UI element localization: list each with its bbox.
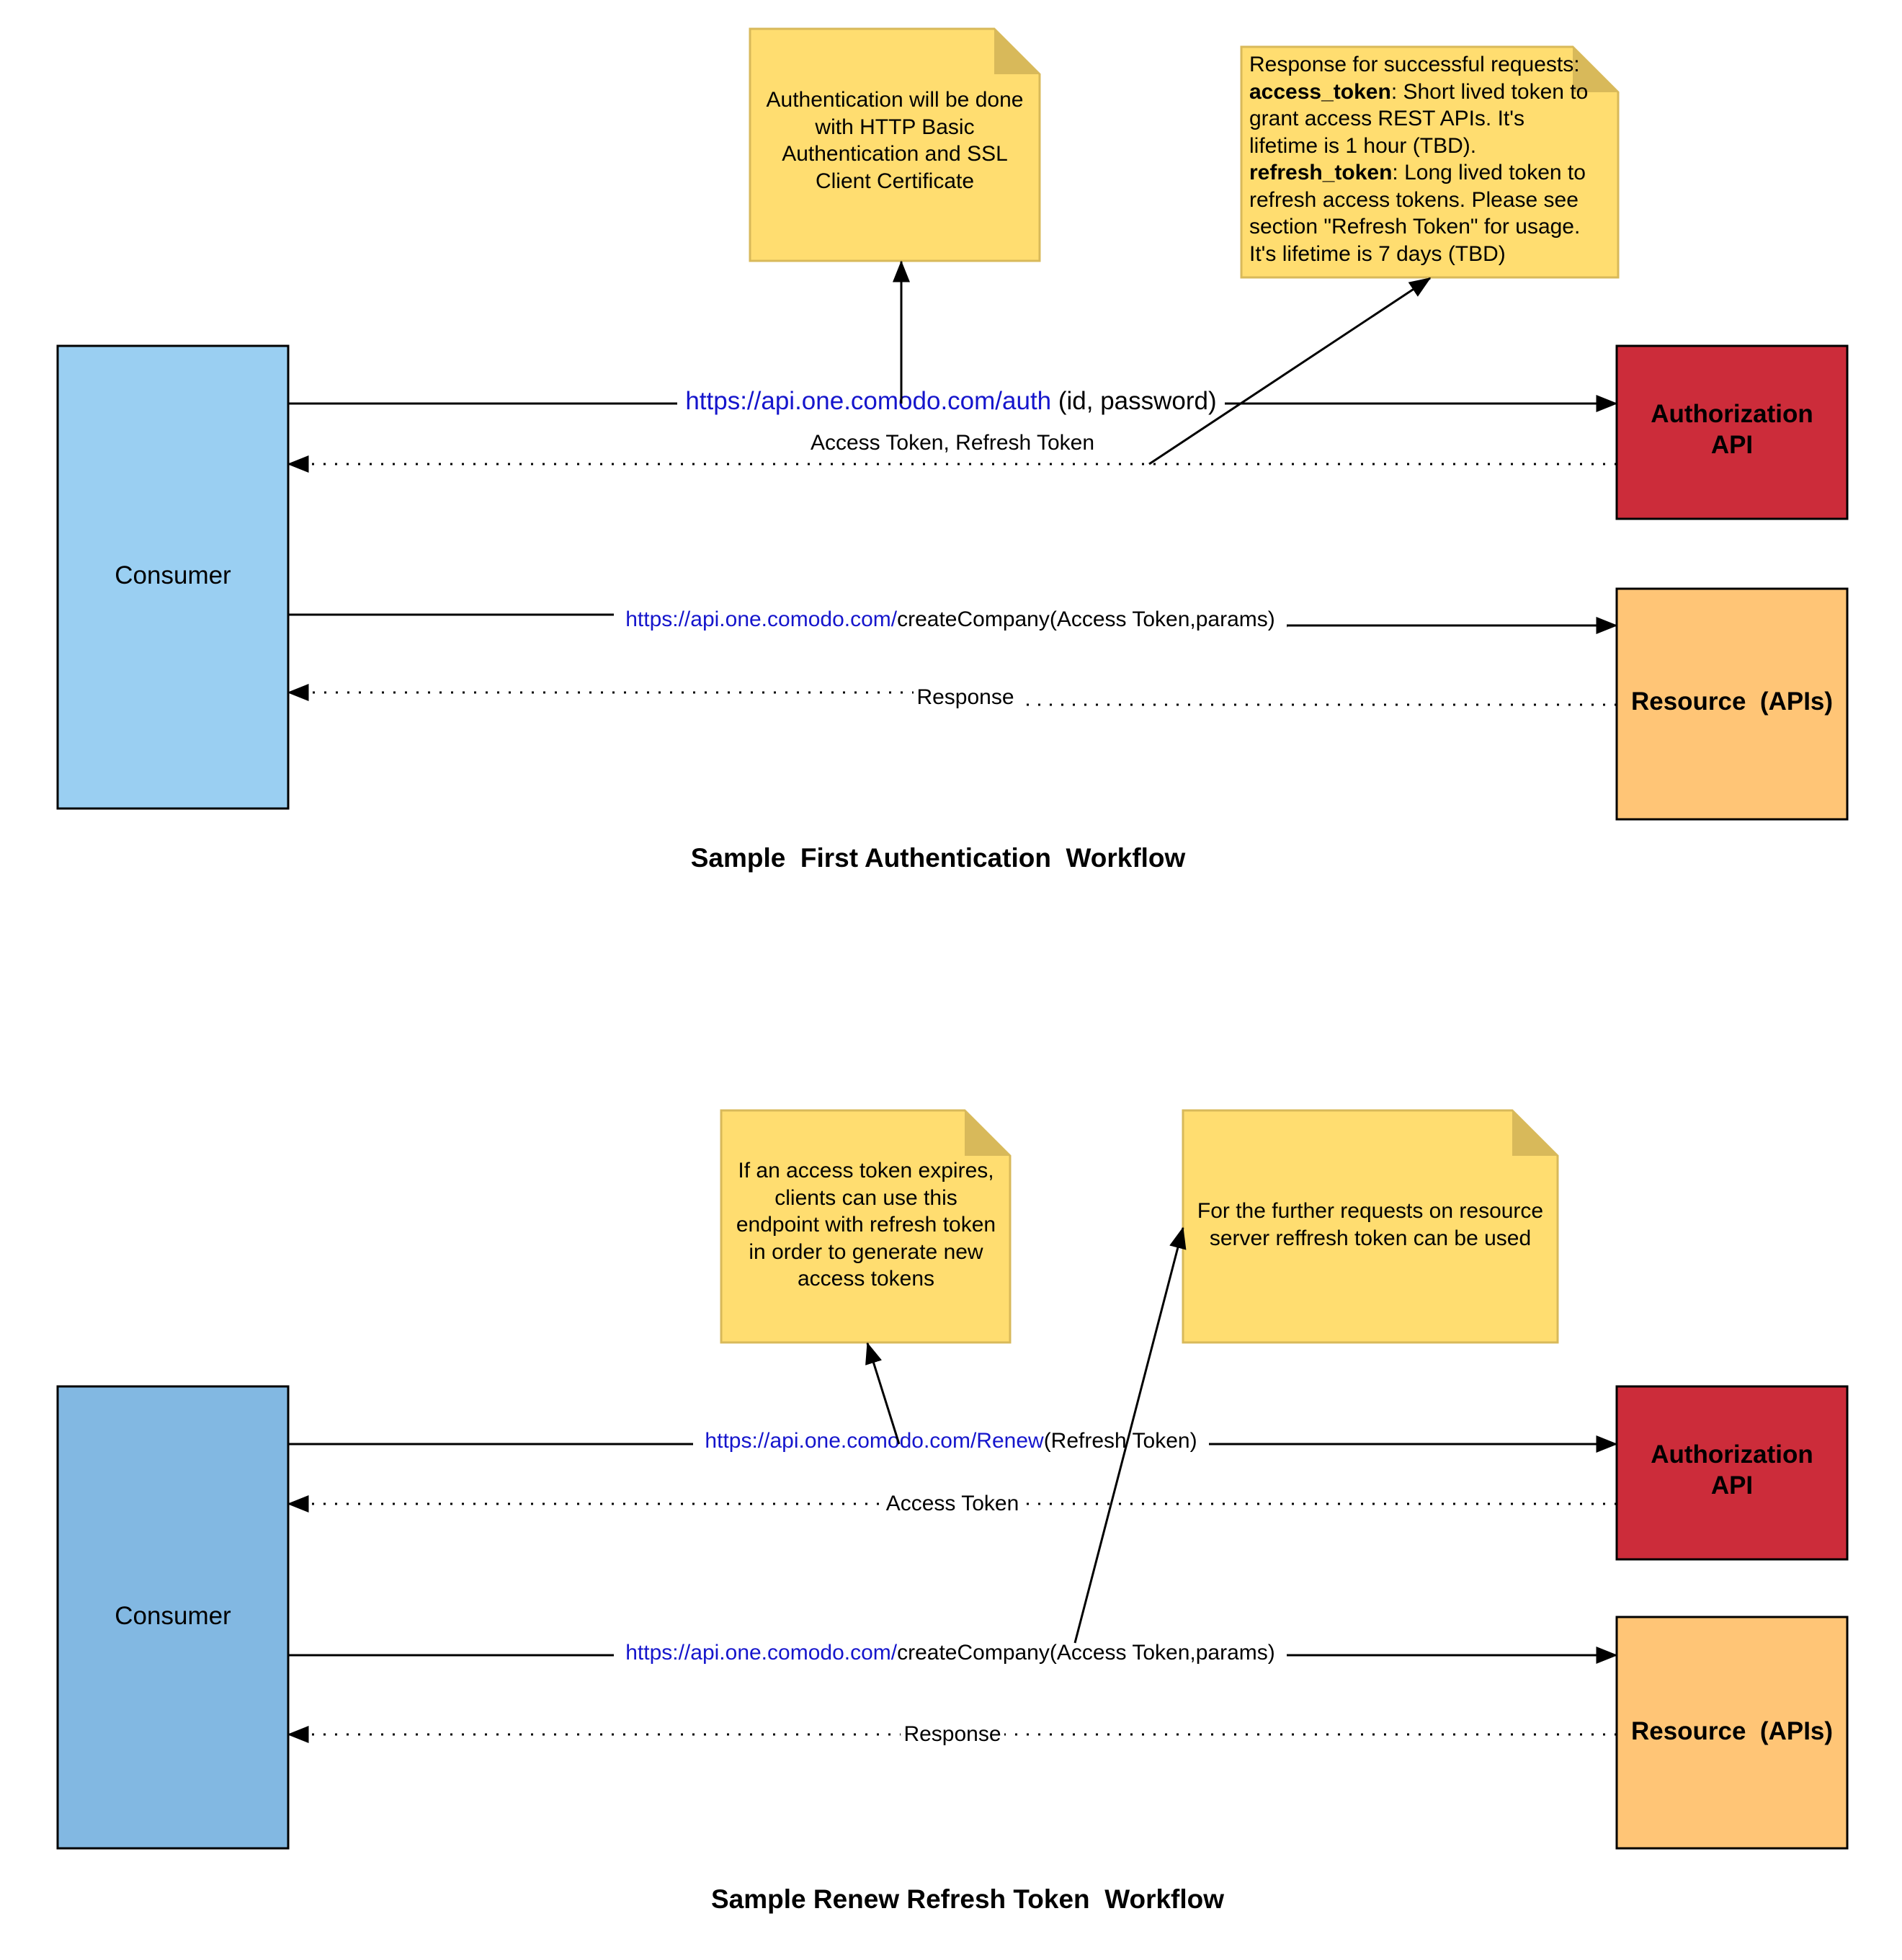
- consumer-label-1: Consumer: [115, 561, 231, 589]
- note-response-line-1: Response for successful requests:: [1249, 53, 1580, 76]
- create-company-params-1: createCompany(Access Token,params): [897, 607, 1275, 631]
- create-company-params-2: createCompany(Access Token,params): [897, 1641, 1275, 1665]
- consumer-box-2: [56, 1385, 290, 1850]
- note-response-line-7: section "Refresh Token" for usage.: [1249, 215, 1581, 239]
- response-label-1: Response: [916, 685, 1014, 709]
- authorization-api-box-1: [1615, 344, 1849, 520]
- note-response-access-token-term: access_token: [1249, 79, 1391, 104]
- resource-apis-label-2: Resource (APIs): [1631, 1717, 1833, 1745]
- note-further-line-2: server reffresh token can be used: [1209, 1226, 1532, 1250]
- renew-url-link[interactable]: https://api.one.comodo.com/Renew: [705, 1429, 1044, 1453]
- note-renew-line-3: endpoint with refresh token: [736, 1213, 996, 1237]
- note-response-line-2: : Short lived token to: [1390, 79, 1589, 104]
- note-renew-line-5: access tokens: [797, 1267, 935, 1291]
- resource-apis-box-1: [1615, 587, 1849, 821]
- note-response-line-3: grant access REST APIs. It's: [1249, 107, 1524, 130]
- create-company-url-link-2[interactable]: https://api.one.comodo.com/: [625, 1641, 898, 1665]
- authorization-api-box-2: [1615, 1385, 1849, 1561]
- connector-to-renew-note: [865, 1342, 901, 1445]
- svg-text:https://api.one.comodo.com/cre: https://api.one.comodo.com/createCompany…: [625, 1641, 1275, 1665]
- consumer-box-1: [56, 344, 290, 810]
- note-response-refresh-token-term: refresh_token: [1249, 161, 1393, 184]
- note-auth-line-4: Client Certificate: [815, 169, 975, 193]
- svg-text:https://api.one.comodo.com/cre: https://api.one.comodo.com/createCompany…: [625, 607, 1275, 631]
- note-renew-text: If an access token expires, clients can …: [724, 1157, 1008, 1293]
- tokens-response-label: Access Token, Refresh Token: [811, 431, 1094, 455]
- note-response-text: Response for successful requests: access…: [1249, 51, 1617, 267]
- resource-apis-box-2: [1615, 1616, 1849, 1850]
- note-response-line-6: refresh access tokens. Please see: [1249, 187, 1579, 212]
- response-label-2: Response: [903, 1722, 1001, 1746]
- connector-to-further-note: [1073, 1226, 1187, 1644]
- svg-text:https://api.one.comodo.com/aut: https://api.one.comodo.com/auth (id, pas…: [685, 387, 1216, 415]
- note-further-line-1: For the further requests on resource: [1197, 1199, 1544, 1223]
- note-response-line-5: : Long lived token to: [1392, 161, 1586, 184]
- create-company-url-link-1[interactable]: https://api.one.comodo.com/: [625, 607, 898, 631]
- auth-params-text: (id, password): [1051, 387, 1217, 415]
- note-auth-line-3: Authentication and SSL: [782, 142, 1008, 166]
- note-response-line-4: lifetime is 1 hour (TBD).: [1249, 133, 1477, 158]
- authorization-api-label-1a: Authorization: [1651, 400, 1813, 428]
- note-renew-line-4: in order to generate new: [749, 1239, 983, 1264]
- authorization-api-label-1b: API: [1711, 431, 1753, 459]
- svg-text:https://api.one.comodo.com/Ren: https://api.one.comodo.com/Renew(Refresh…: [705, 1429, 1197, 1453]
- note-renew: [720, 1109, 1012, 1344]
- note-renew-line-1: If an access token expires,: [738, 1159, 994, 1182]
- note-auth-line-1: Authentication will be done: [766, 88, 1024, 112]
- access-token-response-label: Access Token: [886, 1492, 1019, 1515]
- renew-params-text: (Refresh Token): [1044, 1429, 1197, 1453]
- note-response-line-8: It's lifetime is 7 days (TBD): [1249, 241, 1506, 266]
- note-response: [1240, 45, 1620, 279]
- note-renew-line-2: clients can use this: [774, 1185, 957, 1210]
- note-auth-line-2: with HTTP Basic: [815, 115, 975, 139]
- authorization-api-label-2a: Authorization: [1651, 1440, 1813, 1469]
- consumer-label-2: Consumer: [115, 1602, 231, 1630]
- resource-apis-label-1: Resource (APIs): [1631, 687, 1833, 716]
- caption-first-authentication: Sample First Authentication Workflow: [691, 843, 1186, 873]
- caption-renew-refresh-token: Sample Renew Refresh Token Workflow: [711, 1884, 1224, 1914]
- note-authentication-text: Authentication will be done with HTTP Ba…: [753, 86, 1037, 195]
- authorization-api-label-2b: API: [1711, 1471, 1753, 1500]
- connector-to-response-note: [1148, 277, 1432, 466]
- note-authentication: [749, 27, 1041, 262]
- auth-url-link[interactable]: https://api.one.comodo.com/auth: [685, 387, 1051, 415]
- note-further-requests-text: For the further requests on resource ser…: [1185, 1198, 1555, 1252]
- response-arrow-1: [287, 684, 1617, 706]
- note-further-requests: [1182, 1109, 1559, 1344]
